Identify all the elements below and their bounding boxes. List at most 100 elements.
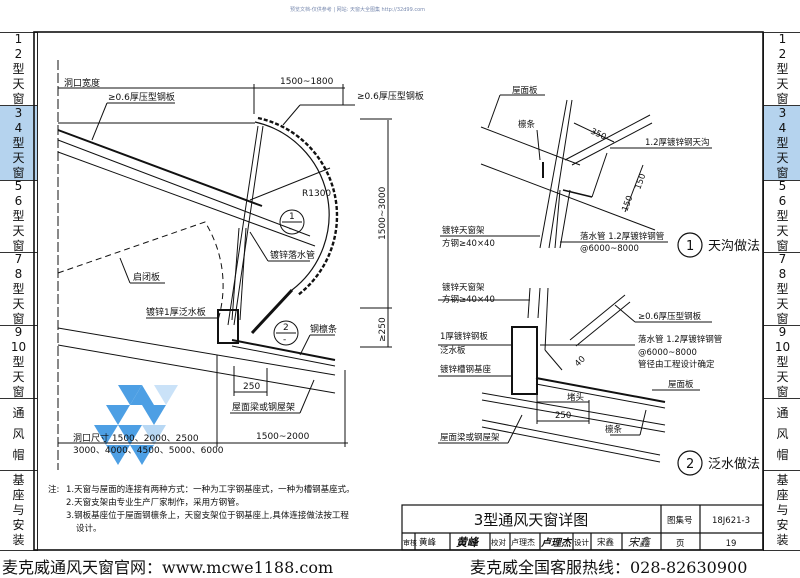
callout-1: 1 <box>289 212 295 222</box>
sidebar-tab-text: 2 <box>778 46 787 61</box>
page-number: 19 <box>726 539 737 549</box>
sidebar-tab-text: 天 <box>776 296 789 311</box>
sidebar-tab-text: 帽 <box>776 448 789 462</box>
sidebar-tab-text: 7 <box>14 251 23 266</box>
sidebar-tab-text: 天 <box>12 369 25 384</box>
sidebar-tab-text: 装 <box>12 533 25 547</box>
sidebar-tab-text: 窗 <box>12 384 25 399</box>
sidebar-tab-6[interactable]: 通风帽 <box>764 399 800 471</box>
sidebar-tab-text: 型 <box>776 135 789 150</box>
sidebar-tab-text: 基 <box>776 473 789 487</box>
dim-250: 250 <box>243 382 260 392</box>
logo-watermark <box>94 385 178 465</box>
sidebar-tab-text: 通 <box>776 406 789 420</box>
detail-1-drawing <box>440 94 712 258</box>
sidebar-tab-text: 天 <box>776 224 789 238</box>
sidebar-tab-text: 窗 <box>776 239 789 253</box>
d2-number: 2 <box>686 457 694 472</box>
sidebar-tab-text: 与 <box>12 503 25 517</box>
d1-dim-150a: 150 <box>633 172 648 191</box>
d1-title: 天沟做法 <box>708 239 760 254</box>
d1-dim-150b: 150 <box>620 194 635 213</box>
sidebar-tab-text: 天 <box>776 76 789 91</box>
sidebar-tab-7[interactable]: 基座与安装 <box>764 471 800 551</box>
opening-sizes-1: 洞口尺寸 1500、2000、2500 <box>73 432 199 444</box>
atlas-number: 18J621-3 <box>712 516 750 526</box>
top-watermark: 预览文档-仅供参考 | 网站: 天窗大全图集 http://32d99.com <box>290 7 426 13</box>
sidebar-tab-text: 安 <box>776 518 789 532</box>
d1-gutter: 1.2厚镀锌钢天沟 <box>645 137 710 148</box>
sidebar-tab-text: 天 <box>12 296 25 311</box>
sidebar-tab-6[interactable]: 通风帽 <box>0 399 37 471</box>
notes-label: 注: <box>48 484 59 495</box>
sidebar-tab-7[interactable]: 基座与安装 <box>0 471 37 551</box>
sidebar-tab-text: 9 <box>778 324 787 339</box>
d2-dim-40: 40 <box>573 354 588 369</box>
label-roof-beam: 屋面梁或钢屋架 <box>232 401 295 413</box>
callout-2: 2 <box>283 323 289 333</box>
reviewer: 黄峰 <box>419 537 437 548</box>
d2-title: 泛水做法 <box>708 457 760 472</box>
review-label: 审核 <box>403 538 417 547</box>
note-3: 3.钢板基座位于屋面钢檩条上，天窗支架位于钢基座上,具体连接做法按工程 <box>66 510 349 521</box>
sidebar-tab-text: 风 <box>776 427 789 441</box>
checker-signature: 卢理杰 <box>540 537 573 549</box>
sidebar-tab-text: 10 <box>10 339 27 354</box>
d1-number: 1 <box>686 239 694 254</box>
sidebar-tab-text: 型 <box>776 61 789 76</box>
d2-plug: 堵头 <box>567 392 585 403</box>
label-flashing: 镀锌1厚泛水板 <box>146 306 206 318</box>
sidebar-tab-text: 9 <box>14 324 23 339</box>
sidebar-tab-text: 型 <box>776 209 789 223</box>
sidebar-tab-text: 4 <box>778 120 787 135</box>
d1-downpipe-spacing: @6000~8000 <box>580 244 639 254</box>
d1-roof-panel: 屋面板 <box>512 85 538 96</box>
dim-250-vertical: ≥250 <box>378 317 388 342</box>
sidebar-tab-text: 7 <box>778 251 787 266</box>
label-steel-plate-top: ≥0.6厚压型钢板 <box>357 90 424 102</box>
main-section-drawing <box>57 60 392 470</box>
sidebar-tab-text: 基 <box>12 473 25 487</box>
sidebar-tab-text: 窗 <box>12 239 25 253</box>
page-label: 页 <box>676 539 685 549</box>
sidebar-tab-text: 与 <box>776 503 789 517</box>
d2-frame-spec: 方钢≥40×40 <box>442 294 495 305</box>
sidebar-tab-text: 8 <box>778 266 787 281</box>
footer-website: 麦克威通风天窗官网：www.mcwe1188.com <box>2 558 334 577</box>
sidebar-tab-text: 通 <box>12 406 25 420</box>
d2-downpipe: 落水管 1.2厚镀锌钢管 <box>638 334 722 345</box>
sidebar-tab-text: 6 <box>778 194 787 208</box>
d2-downpipe-spacing: @6000~8000 <box>638 348 697 358</box>
d1-frame-spec: 方钢≥40×40 <box>442 238 495 249</box>
sidebar-tab-text: 型 <box>776 354 789 369</box>
sidebar-tab-text: 5 <box>14 179 23 193</box>
note-2: 2.天窗支架由专业生产厂家制作，采用方钢管。 <box>66 497 244 508</box>
sidebar-tab-text: 装 <box>776 533 789 547</box>
sidebar-tab-text: 帽 <box>12 448 25 462</box>
d2-flashing: 泛水板 <box>440 345 466 356</box>
d1-frame: 镀锌天窗架 <box>442 225 485 236</box>
d2-roof-beam: 屋面梁或钢屋架 <box>440 432 500 443</box>
sidebar-tab-text: 型 <box>12 209 25 223</box>
sidebar-tab-text: 座 <box>12 488 25 502</box>
design-label: 设计 <box>574 537 589 547</box>
check-label: 校对 <box>491 537 506 547</box>
d2-roof-panel: 屋面板 <box>668 379 694 390</box>
reviewer-signature: 黄峰 <box>456 536 480 549</box>
sidebar-tab-text: 6 <box>14 194 23 208</box>
label-purlin: 钢檩条 <box>310 323 337 335</box>
designer: 宋鑫 <box>597 537 615 548</box>
sheet-frame <box>33 31 764 551</box>
sidebar-tab-text: 天 <box>12 76 25 91</box>
